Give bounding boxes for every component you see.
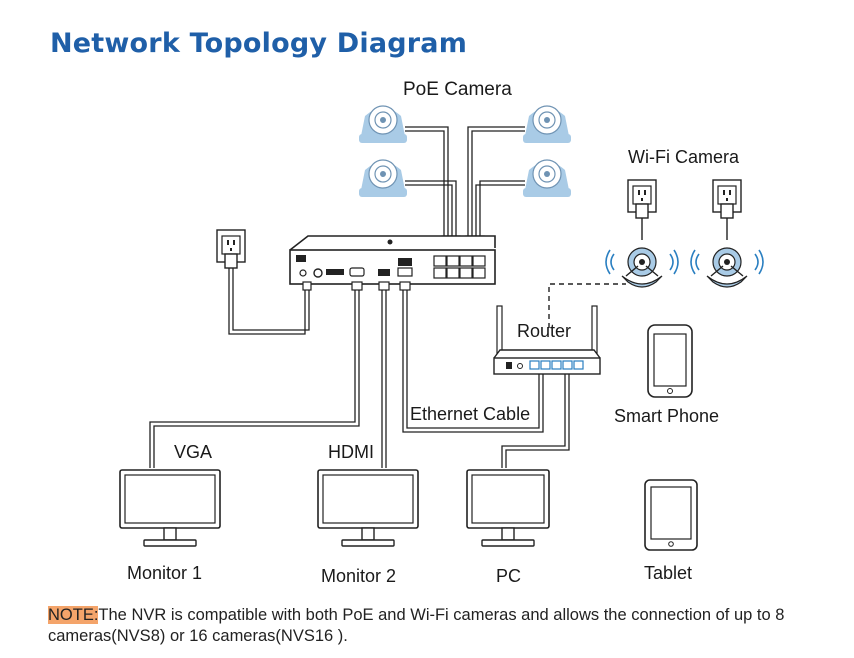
note-tag: NOTE: [48,606,99,624]
router-pc-cable [501,372,570,468]
monitor-1-icon [119,469,221,547]
label-pc: PC [496,566,522,586]
monitor-2-icon [317,469,419,547]
page-title: Network Topology Diagram [50,28,468,59]
wifi-camera-icon-1 [605,247,679,288]
router-icon [493,305,601,375]
label-router: Router [517,321,572,341]
label-wifi-camera: Wi-Fi Camera [628,147,739,167]
label-smart-phone: Smart Phone [614,406,720,426]
pc-icon [466,469,550,547]
hdmi-cable [381,284,387,468]
power-outlet-icon-nvr [216,229,246,269]
label-monitor-1: Monitor 1 [127,563,203,583]
wifi-camera-icon-2 [690,247,764,288]
nvr-device-icon [289,235,496,285]
poe-cables [405,126,525,238]
label-ethernet-cable: Ethernet Cable [410,404,531,424]
power-outlet-icon-wifi-1 [627,179,657,219]
ethernet-cable [402,284,544,433]
vga-cable [149,284,360,468]
label-tablet: Tablet [644,563,693,583]
nvr-power-cable [228,268,310,335]
label-hdmi: HDMI [328,442,374,462]
poe-camera-icon-2 [358,159,408,198]
note-text: NOTE:The NVR is compatible with both PoE… [48,605,848,647]
label-poe-camera: PoE Camera [403,79,512,100]
poe-camera-icon-3 [522,105,572,144]
tablet-icon [644,479,698,551]
topology-diagram [119,105,764,551]
note-body: The NVR is compatible with both PoE and … [48,606,785,645]
power-outlet-icon-wifi-2 [712,179,742,219]
label-vga: VGA [174,442,213,462]
poe-camera-icon-1 [358,105,408,144]
poe-camera-icon-4 [522,159,572,198]
label-monitor-2: Monitor 2 [321,566,397,586]
smart-phone-icon [647,324,693,398]
